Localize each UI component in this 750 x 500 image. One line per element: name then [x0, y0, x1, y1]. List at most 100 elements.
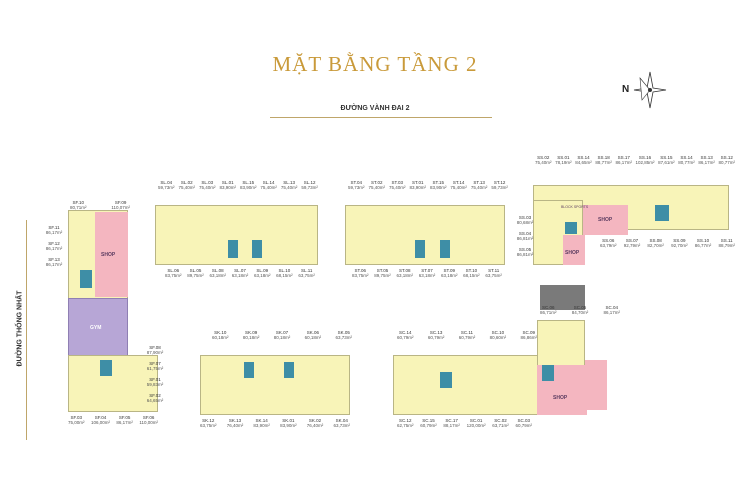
core-sc-2: [542, 365, 554, 381]
unit-code: ST.14: [452, 180, 465, 185]
block-sports-label: BLOCK SPORTS: [561, 205, 589, 209]
unit-code: SS.10: [696, 238, 710, 243]
unit-area: 63,18m²: [209, 273, 226, 278]
unit-code: SK.14: [255, 418, 268, 423]
unit-code: SS.02: [537, 155, 550, 160]
unit-code: SF.09: [114, 200, 127, 205]
unit-area: 63,73m²: [335, 335, 352, 340]
unit-area: 76,40m²: [306, 423, 324, 428]
road-line-top: [270, 117, 492, 118]
unit-area: 80,18m²: [273, 335, 291, 340]
unit-code: SF.05: [118, 415, 131, 420]
unit-area: 75,00m²: [68, 420, 85, 425]
sf-shop-label: SHOP: [101, 252, 116, 258]
unit-code: SS.14: [680, 155, 693, 160]
unit-code: ST.13: [473, 180, 485, 185]
unit-code: SC.03: [517, 418, 530, 423]
unit-code: SL.15: [242, 180, 255, 185]
unit-area: 63,71m²: [492, 423, 509, 428]
unit-area: 64,65m²: [146, 398, 164, 403]
unit-code: SC.12: [399, 418, 412, 423]
sf-shop: [95, 212, 128, 297]
unit-code: SK.07: [275, 330, 289, 335]
unit-area: 86,77m²: [694, 243, 712, 248]
unit-code: SL.06: [167, 268, 180, 273]
unit-code: SF.07: [149, 361, 161, 366]
unit-code: SS.12: [720, 155, 733, 160]
unit-code: ST.05: [376, 268, 389, 273]
unit-area: 63,18m²: [396, 273, 413, 278]
unit-code: ST.04: [350, 180, 363, 185]
unit-area: 60,18m²: [304, 335, 322, 340]
unit-code: SS.07: [625, 238, 639, 243]
unit-code: ST.09: [443, 268, 455, 273]
unit-area: 110,00m²: [139, 420, 158, 425]
unit-area: 88,17m²: [443, 423, 460, 428]
block-sf-lower: [68, 355, 158, 412]
unit-code: SC.02: [494, 418, 507, 423]
unit-area: 60,79m²: [427, 335, 445, 340]
unit-area: 59,73m²: [158, 185, 175, 190]
unit-code: SF.06: [142, 415, 155, 420]
unit-area: 83,90m²: [429, 185, 447, 190]
unit-area: 80,71m²: [70, 205, 87, 210]
unit-area: 82,70m²: [647, 243, 664, 248]
unit-area: 87,61m²: [658, 160, 675, 165]
unit-area: 68,15m²: [276, 273, 293, 278]
unit-code: SC.06: [542, 305, 555, 310]
unit-area: 84,65m²: [575, 160, 592, 165]
unit-area: 60,79m²: [458, 335, 476, 340]
unit-area: 86,71m²: [540, 310, 557, 315]
unit-code: SS.17: [617, 155, 630, 160]
unit-code: SL.02: [180, 180, 193, 185]
unit-area: 75,40m²: [368, 185, 385, 190]
unit-code: SS.13: [700, 155, 713, 160]
unit-code: SF.04: [94, 415, 107, 420]
unit-area: 83,90m²: [253, 423, 270, 428]
unit-code: SL.07: [234, 268, 246, 273]
unit-code: ST.08: [398, 268, 411, 273]
unit-code: SL.12: [303, 180, 316, 185]
unit-area: 86,86m²: [520, 335, 537, 340]
unit-code: ST.03: [391, 180, 403, 185]
unit-area: 86,17m²: [603, 310, 620, 315]
unit-code: SF.13: [48, 257, 60, 262]
unit-area: 61,75m²: [146, 366, 164, 371]
core-sf: [100, 360, 112, 376]
unit-code: ST.12: [493, 180, 506, 185]
